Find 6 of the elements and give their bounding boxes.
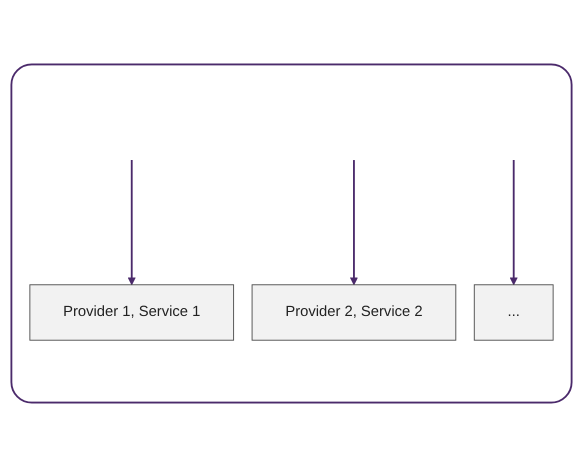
arrow: [510, 160, 518, 286]
arrow: [128, 160, 136, 286]
process-box: Provider 1, Service 1: [29, 284, 234, 341]
arrow: [350, 160, 358, 286]
process-box: Provider 2, Service 2: [252, 284, 456, 341]
process-box: ...: [474, 284, 554, 341]
